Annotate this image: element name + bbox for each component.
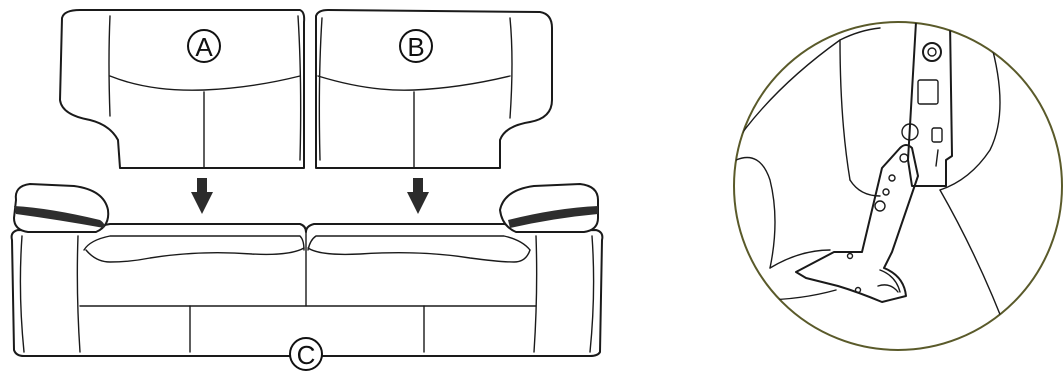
armrest-right (500, 184, 598, 232)
sofa-illustration: A B C (12, 10, 603, 370)
label-b: B (400, 30, 432, 62)
arrow-left (191, 178, 213, 214)
sofa-base (12, 224, 603, 356)
label-a-text: A (195, 32, 213, 62)
backrest-right (316, 10, 552, 168)
armrest-left (14, 184, 108, 232)
bracket-detail-view (730, 22, 1062, 350)
label-c: C (290, 338, 322, 370)
label-a: A (188, 30, 220, 62)
label-c-text: C (297, 340, 316, 370)
arrow-right (407, 178, 429, 214)
label-b-text: B (407, 32, 424, 62)
backrest-left (60, 10, 304, 168)
